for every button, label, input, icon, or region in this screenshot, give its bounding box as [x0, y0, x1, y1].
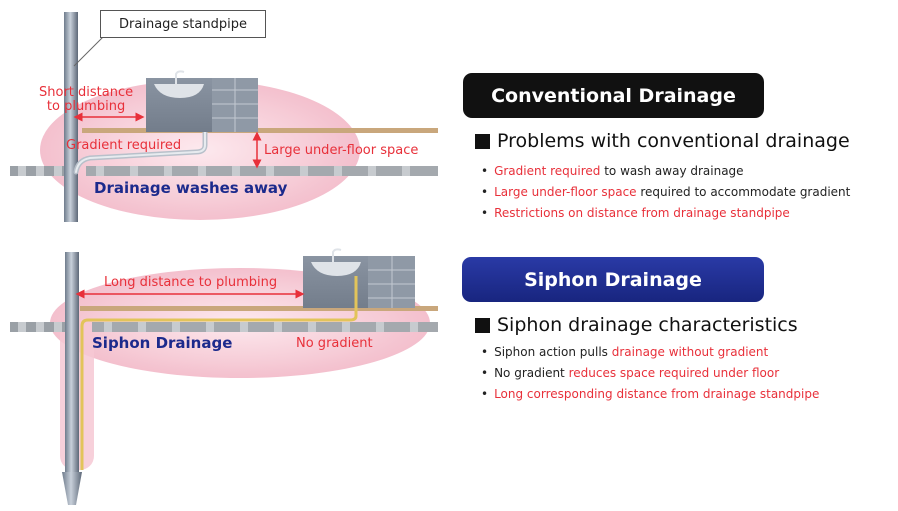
siphon-drain-pipe: [80, 276, 358, 470]
conventional-banner: Conventional Drainage: [463, 73, 764, 118]
list-item: Restrictions on distance from drainage s…: [481, 203, 850, 224]
siphon-sink-unit: [303, 248, 415, 308]
bullet-text: required to accommodate gradient: [636, 185, 851, 199]
bullet-highlight: Gradient required: [494, 164, 601, 178]
floor-slab-bottom: [10, 322, 438, 332]
bullet-text: Siphon action pulls: [494, 345, 612, 359]
short-distance-label: Short distance to plumbing: [39, 86, 133, 114]
under-floor-label: Large under-floor space: [264, 143, 419, 158]
callout-leader: [73, 35, 105, 67]
problems-list: Gradient required to wash away drainage …: [481, 161, 850, 224]
siphon-banner: Siphon Drainage: [462, 257, 764, 302]
floor-slab-top: [10, 166, 438, 176]
list-item: Large under-floor space required to acco…: [481, 182, 850, 203]
square-bullet-icon: [475, 317, 490, 333]
no-gradient-label: No gradient: [296, 336, 373, 351]
standpipe-callout: Drainage standpipe: [100, 10, 266, 38]
washes-away-label: Drainage washes away: [94, 179, 288, 197]
standpipe-upper: [64, 12, 78, 222]
list-item: Long corresponding distance from drainag…: [481, 384, 819, 405]
conventional-sink-unit: [146, 70, 258, 132]
bullet-text: to wash away drainage: [600, 164, 744, 178]
short-distance-line-1: Short distance: [39, 85, 134, 100]
characteristics-heading: Siphon drainage characteristics: [475, 314, 798, 336]
bullet-highlight: reduces space required under floor: [568, 366, 780, 380]
short-distance-line-2: to plumbing: [46, 99, 126, 114]
siphon-diagram-title: Siphon Drainage: [92, 334, 233, 352]
long-distance-label: Long distance to plumbing: [104, 275, 278, 290]
gradient-required-label: Gradient required: [66, 138, 182, 153]
floor-board-bottom: [80, 306, 438, 311]
list-item: No gradient reduces space required under…: [481, 363, 819, 384]
bullet-text: No gradient: [494, 366, 569, 380]
bullet-highlight: Long corresponding distance from drainag…: [494, 387, 820, 401]
square-bullet-icon: [475, 133, 490, 149]
characteristics-heading-text: Siphon drainage characteristics: [497, 314, 798, 336]
characteristics-list: Siphon action pulls drainage without gra…: [481, 342, 819, 405]
bullet-highlight: Restrictions on distance from drainage s…: [494, 206, 790, 220]
standpipe-tip: [62, 472, 82, 505]
standpipe-lower: [65, 252, 79, 480]
bullet-highlight: drainage without gradient: [611, 345, 769, 359]
problems-heading: Problems with conventional drainage: [475, 130, 850, 152]
problems-heading-text: Problems with conventional drainage: [497, 130, 850, 152]
bullet-highlight: Large under-floor space: [494, 185, 637, 199]
list-item: Siphon action pulls drainage without gra…: [481, 342, 819, 363]
list-item: Gradient required to wash away drainage: [481, 161, 850, 182]
floor-board-top: [82, 128, 438, 133]
